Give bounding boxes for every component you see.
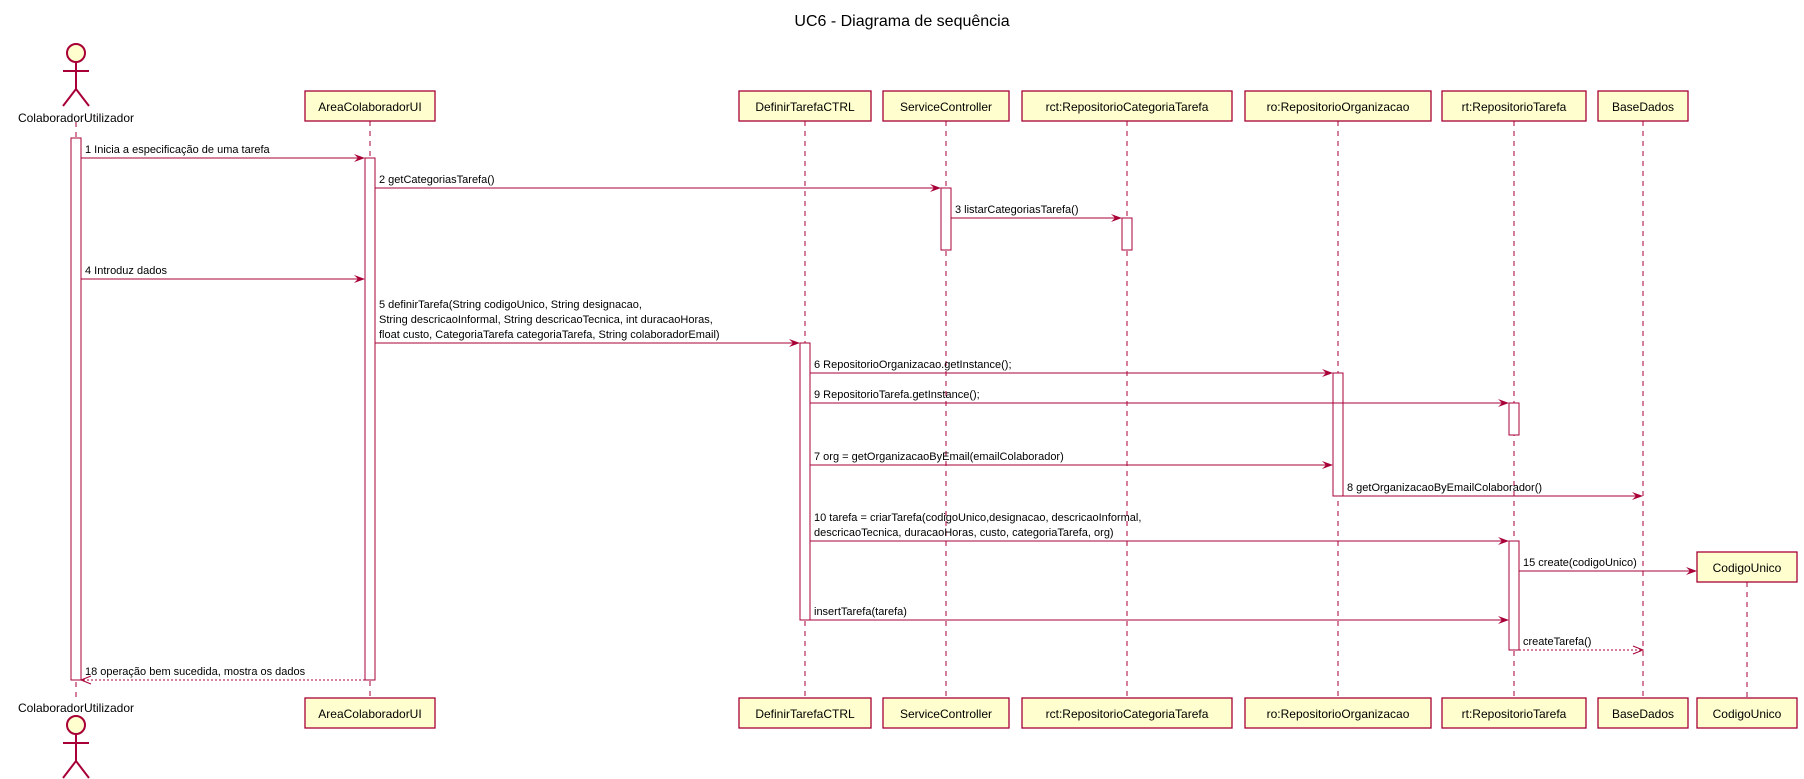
- participant-box-AreaColaboradorUI: AreaColaboradorUI: [304, 90, 436, 122]
- participant-label: ro:RepositorioOrganizacao: [1267, 707, 1410, 721]
- message-arrow: 1 Inicia a especificação de uma tarefa: [81, 144, 365, 162]
- actor-stick-figure-icon: [62, 715, 90, 779]
- participant-box-CodigoUnico: CodigoUnico: [1696, 697, 1798, 729]
- activation-bar: [1332, 372, 1344, 497]
- participant-label: rct:RepositorioCategoriaTarefa: [1046, 100, 1209, 114]
- message-arrow: 18 operação bem sucedida, mostra os dado…: [79, 666, 365, 685]
- message-arrow: 3 listarCategoriasTarefa(): [951, 204, 1122, 222]
- message-label: 4 Introduz dados: [85, 265, 167, 277]
- message-label: 5 definirTarefa(String codigoUnico, Stri…: [379, 299, 642, 311]
- message-label: 1 Inicia a especificação de uma tarefa: [85, 144, 271, 156]
- message-label: 15 create(codigoUnico): [1523, 557, 1637, 569]
- activation-bar: [364, 157, 376, 681]
- participant-box-rct: rct:RepositorioCategoriaTarefa: [1021, 697, 1233, 729]
- actor-label: ColaboradorUtilizador: [18, 701, 134, 715]
- message-label: createTarefa(): [1523, 636, 1591, 648]
- participant-box-BaseDados: BaseDados: [1597, 90, 1689, 122]
- participant-label: ServiceController: [900, 707, 992, 721]
- message-arrow: 15 create(codigoUnico): [1519, 557, 1697, 575]
- participant-box-DefinirTarefaCTRL: DefinirTarefaCTRL: [738, 90, 872, 122]
- messages: 1 Inicia a especificação de uma tarefa 2 …: [79, 144, 1697, 685]
- activation-bars: [70, 137, 1520, 681]
- participant-box-rt: rt:RepositorioTarefa: [1441, 697, 1587, 729]
- activation-bar: [70, 137, 82, 681]
- message-label: insertTarefa(tarefa): [814, 606, 907, 618]
- message-arrow: 7 org = getOrganizacaoByEmail(emailColab…: [810, 451, 1333, 469]
- participant-label: BaseDados: [1612, 100, 1674, 114]
- participant-label: ServiceController: [900, 100, 992, 114]
- participant-box-ro: ro:RepositorioOrganizacao: [1244, 697, 1432, 729]
- diagram-title: UC6 - Diagrama de sequência: [794, 13, 1009, 30]
- participant-label: AreaColaboradorUI: [318, 707, 421, 721]
- message-arrow: 2 getCategoriasTarefa(): [375, 174, 941, 192]
- participant-box-DefinirTarefaCTRL: DefinirTarefaCTRL: [738, 697, 872, 729]
- participant-box-rct: rct:RepositorioCategoriaTarefa: [1021, 90, 1233, 122]
- message-label: 18 operação bem sucedida, mostra os dado…: [85, 666, 306, 678]
- participant-box-rt: rt:RepositorioTarefa: [1441, 90, 1587, 122]
- actor-label: ColaboradorUtilizador: [18, 111, 134, 125]
- message-label: 7 org = getOrganizacaoByEmail(emailColab…: [814, 451, 1064, 463]
- activation-bar: [1508, 540, 1520, 651]
- actor-stick-figure-icon: [62, 43, 90, 107]
- message-label: String descricaoInformal, String descric…: [379, 314, 713, 326]
- message-label: 10 tarefa = criarTarefa(codigoUnico,desi…: [814, 512, 1141, 524]
- participant-label: DefinirTarefaCTRL: [755, 707, 855, 721]
- participant-label: BaseDados: [1612, 707, 1674, 721]
- participant-box-ServiceController: ServiceController: [882, 697, 1010, 729]
- participant-box-BaseDados: BaseDados: [1597, 697, 1689, 729]
- lifelines: [75, 121, 1748, 698]
- activation-bar: [799, 342, 811, 621]
- activation-bar: [1121, 217, 1133, 251]
- participant-box-AreaColaboradorUI: AreaColaboradorUI: [304, 697, 436, 729]
- participant-box-ServiceController: ServiceController: [882, 90, 1010, 122]
- participant-box-ro: ro:RepositorioOrganizacao: [1244, 90, 1432, 122]
- participant-label: rt:RepositorioTarefa: [1462, 707, 1567, 721]
- participant-label: ro:RepositorioOrganizacao: [1267, 100, 1410, 114]
- participants: ColaboradorUtilizadorColaboradorUtilizad…: [18, 43, 1798, 779]
- message-label: float custo, CategoriaTarefa categoriaTa…: [379, 329, 720, 341]
- participant-label: rt:RepositorioTarefa: [1462, 100, 1567, 114]
- message-label: 8 getOrganizacaoByEmailColaborador(): [1347, 482, 1542, 494]
- participant-label: DefinirTarefaCTRL: [755, 100, 855, 114]
- message-arrow: 5 definirTarefa(String codigoUnico, Stri…: [375, 299, 800, 347]
- message-label: 9 RepositorioTarefa.getInstance();: [814, 389, 980, 401]
- message-arrow: 10 tarefa = criarTarefa(codigoUnico,desi…: [810, 512, 1509, 545]
- participant-label: AreaColaboradorUI: [318, 100, 421, 114]
- participant-box-CodigoUnico: CodigoUnico: [1696, 551, 1798, 583]
- message-arrow: insertTarefa(tarefa): [810, 606, 1509, 624]
- participant-label: rct:RepositorioCategoriaTarefa: [1046, 707, 1209, 721]
- message-label: descricaoTecnica, duracaoHoras, custo, c…: [814, 527, 1114, 539]
- participant-label: CodigoUnico: [1713, 561, 1782, 575]
- activation-bar: [940, 187, 952, 251]
- message-label: 2 getCategoriasTarefa(): [379, 174, 495, 186]
- message-label: 3 listarCategoriasTarefa(): [955, 204, 1079, 216]
- message-arrow: createTarefa(): [1519, 636, 1645, 655]
- message-arrow: 9 RepositorioTarefa.getInstance();: [810, 389, 1509, 407]
- participant-label: CodigoUnico: [1713, 707, 1782, 721]
- message-label: 6 RepositorioOrganizacao.getInstance();: [814, 359, 1012, 371]
- message-arrow: 6 RepositorioOrganizacao.getInstance();: [810, 359, 1333, 377]
- activation-bar: [1508, 402, 1520, 436]
- message-arrow: 8 getOrganizacaoByEmailColaborador(): [1343, 482, 1643, 500]
- message-arrow: 4 Introduz dados: [81, 265, 365, 283]
